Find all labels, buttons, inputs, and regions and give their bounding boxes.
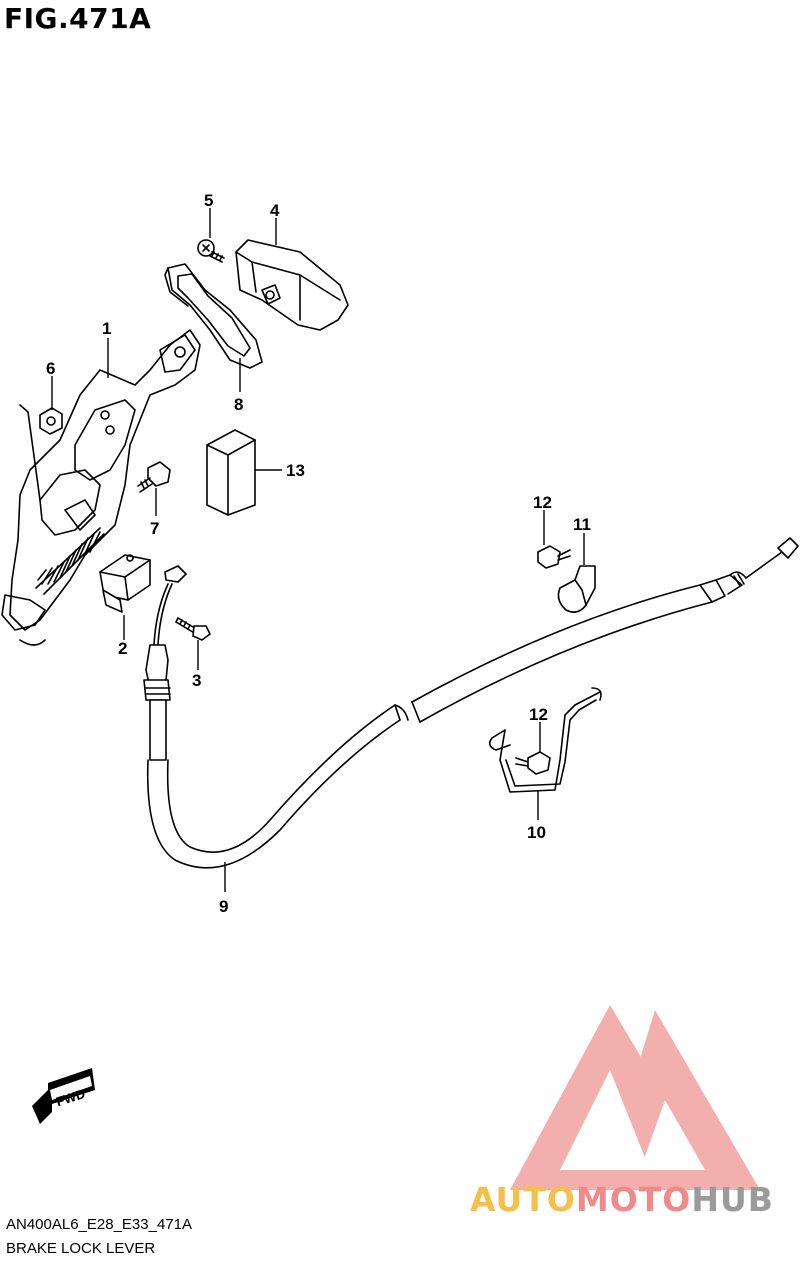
bolt-12-upper <box>537 545 571 569</box>
figure-title: FIG.471A <box>4 2 152 35</box>
rubber-pad-13 <box>206 429 256 516</box>
callout-7: 7 <box>150 519 159 538</box>
brake-cable-9 <box>146 537 799 869</box>
brake-lever-bracket <box>1 329 201 646</box>
callout-1: 1 <box>102 319 111 338</box>
bolt-12-lower <box>515 751 551 775</box>
watermark-moto: MOTO <box>575 1180 692 1219</box>
diagram-code: AN400AL6_E28_E33_471A <box>6 1216 192 1233</box>
callout-6: 6 <box>46 359 55 378</box>
callout-9: 9 <box>219 897 228 916</box>
callout-8: 8 <box>234 395 243 414</box>
watermark-auto: AUTO <box>470 1180 576 1219</box>
leader-lines <box>51 208 585 892</box>
callout-13: 13 <box>286 461 305 480</box>
cable-guide-10 <box>488 687 602 793</box>
watermark-text: AUTOMOTOHUB <box>470 1180 774 1219</box>
nut-6 <box>39 407 63 435</box>
fwd-arrow <box>32 1068 95 1124</box>
bolt-3 <box>175 617 211 641</box>
callout-12a: 12 <box>533 493 552 512</box>
grip-plate-8 <box>164 263 263 369</box>
callout-2: 2 <box>118 639 127 658</box>
bolt-7 <box>137 461 171 493</box>
callout-12b: 12 <box>529 705 548 724</box>
watermark-logo <box>510 1005 760 1190</box>
lever-cover-4 <box>235 239 349 331</box>
cable-clamp-11 <box>557 565 596 613</box>
callout-11: 11 <box>573 515 591 534</box>
return-spring <box>35 527 105 595</box>
watermark-hub: HUB <box>691 1180 774 1219</box>
screw-5 <box>197 239 225 263</box>
callout-10: 10 <box>527 823 546 842</box>
callout-3: 3 <box>192 671 201 690</box>
callout-5: 5 <box>204 191 213 210</box>
callout-4: 4 <box>270 201 280 220</box>
cable-end-fitting <box>143 565 187 761</box>
callout-labels: 1 2 3 4 5 6 7 8 9 10 11 12 12 13 <box>46 191 591 916</box>
diagram-name: BRAKE LOCK LEVER <box>6 1240 156 1257</box>
cable-bracket <box>99 554 151 613</box>
